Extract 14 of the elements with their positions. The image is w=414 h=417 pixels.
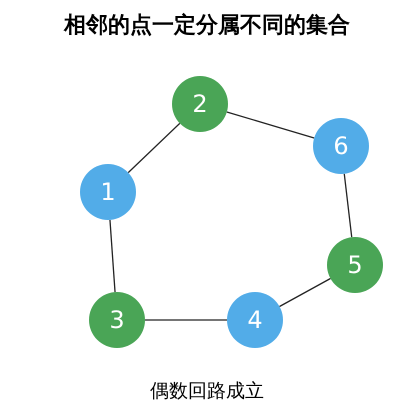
vertex-circle: 1	[80, 164, 136, 220]
vertex-circle: 5	[327, 237, 383, 293]
caption: 偶数回路成立	[149, 379, 265, 404]
vertex-circle: 3	[89, 292, 145, 348]
vertex-circle: 4	[227, 292, 283, 348]
connector-line	[279, 278, 331, 308]
title: 相邻的点一定分属不同的集合	[62, 12, 351, 40]
connector-line	[145, 319, 227, 321]
vertex-circle: 2	[172, 76, 228, 132]
vertex-circle: 6	[313, 118, 369, 174]
connector-line	[226, 111, 314, 139]
connector-line	[344, 174, 352, 238]
connector-line	[109, 220, 116, 292]
connector-line	[128, 122, 180, 174]
